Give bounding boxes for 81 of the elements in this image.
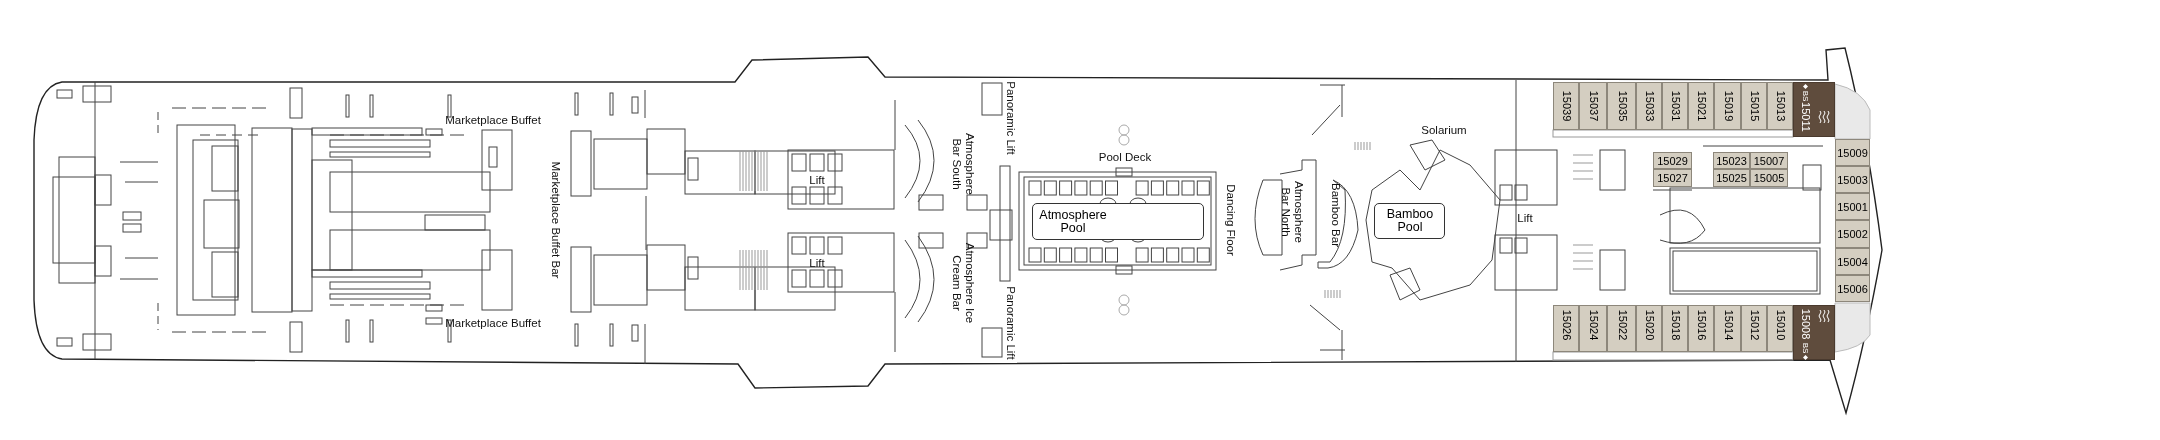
cabin xyxy=(1579,82,1607,130)
cabin-number: 15004 xyxy=(1837,256,1868,267)
cabin-number: 15015 xyxy=(1748,90,1760,122)
cabin-number: 15033 xyxy=(1643,90,1655,122)
cabin xyxy=(1767,305,1793,352)
room-label: Lift xyxy=(809,256,825,270)
cabin-number: 15009 xyxy=(1837,147,1868,158)
cabin-number: 15002 xyxy=(1837,228,1868,240)
cabin-number: 15035 xyxy=(1616,90,1627,122)
cabin xyxy=(1767,82,1793,130)
cabin-number: 15016 xyxy=(1695,309,1707,341)
room-label: Atmosphere Bar North xyxy=(1279,181,1305,243)
cabin xyxy=(1835,193,1870,220)
cabin xyxy=(1653,169,1692,187)
cabin xyxy=(1835,275,1870,302)
cabin-number: 15014 xyxy=(1722,309,1733,341)
room-label: Marketplace Buffet xyxy=(445,113,541,127)
cabin xyxy=(1636,82,1662,130)
cabin-number: 15003 xyxy=(1837,174,1868,185)
room-label: Marketplace Buffet xyxy=(445,316,541,330)
cabin-number: 15001 xyxy=(1837,201,1868,212)
suite-cabin xyxy=(1793,305,1835,360)
room-label: Panoramic Lift xyxy=(1004,81,1018,155)
cabin xyxy=(1553,82,1579,130)
cabin-number: 15022 xyxy=(1616,309,1627,341)
cabin-number: 15012 xyxy=(1748,309,1760,341)
room-label: Solarium xyxy=(1421,123,1467,137)
cabin-number: 15013 xyxy=(1774,90,1786,122)
cabin xyxy=(1688,305,1714,352)
room-label: Panoramic Lift xyxy=(1004,286,1018,360)
cabin xyxy=(1714,305,1741,352)
cabin xyxy=(1662,305,1688,352)
cabin xyxy=(1835,248,1870,275)
suite-cabin xyxy=(1793,82,1835,137)
suite-category: BS xyxy=(1801,342,1809,354)
cabin-number: 15020 xyxy=(1643,309,1655,341)
cabin-number: 15010 xyxy=(1774,309,1786,341)
room-label: Atmosphere Bar South xyxy=(950,133,976,195)
cabin xyxy=(1607,82,1636,130)
cabin-number: 15008 xyxy=(1799,308,1811,340)
cabin xyxy=(1741,82,1767,130)
cabin-number: 15025 xyxy=(1716,172,1747,184)
room-label: Pool Deck xyxy=(1098,150,1152,164)
cabin-number: 15027 xyxy=(1657,172,1688,184)
swimming-pool xyxy=(1032,203,1204,240)
room-label: Lift xyxy=(1517,211,1533,225)
cabin-number: 15039 xyxy=(1560,90,1572,122)
cabin-number: 15006 xyxy=(1837,283,1868,294)
cabin-number: 15021 xyxy=(1695,90,1707,122)
cabin-number: 15007 xyxy=(1753,155,1785,166)
room-label: Marketplace Buffet Bar xyxy=(549,161,563,279)
swimming-pool xyxy=(1374,203,1445,239)
cabin xyxy=(1835,139,1870,166)
cabin-number: 15011 xyxy=(1799,102,1811,132)
cabin xyxy=(1607,305,1636,352)
cabin xyxy=(1636,305,1662,352)
cabin-number: 15019 xyxy=(1722,90,1733,122)
cabin-number: 15024 xyxy=(1587,309,1599,341)
room-label: Bamboo Bar xyxy=(1329,183,1343,247)
cabin xyxy=(1688,82,1714,130)
cabin-number: 15023 xyxy=(1716,155,1747,166)
cabin xyxy=(1714,82,1741,130)
room-label: Atmosphere Ice Cream Bar xyxy=(950,241,976,326)
pool-name: Atmosphere Pool xyxy=(1038,208,1108,235)
pool-name: Bamboo Pool xyxy=(1385,207,1435,235)
room-label: Dancing Floor xyxy=(1224,184,1238,256)
cabin-number: 15029 xyxy=(1657,155,1688,166)
cabin xyxy=(1741,305,1767,352)
cabin-number: 15018 xyxy=(1669,309,1681,341)
cabin-number: 15037 xyxy=(1587,90,1599,122)
cabin xyxy=(1835,220,1870,248)
cabin-number: 15026 xyxy=(1560,309,1572,341)
cabin xyxy=(1835,166,1870,193)
cabin xyxy=(1662,82,1688,130)
suite-category: BS xyxy=(1801,90,1809,102)
cabin xyxy=(1653,152,1692,169)
room-label: Lift xyxy=(809,173,825,187)
cabin-number: 15005 xyxy=(1753,172,1785,184)
cabin-number: 15031 xyxy=(1669,90,1681,122)
cabin xyxy=(1579,305,1607,352)
cabin xyxy=(1553,305,1579,352)
